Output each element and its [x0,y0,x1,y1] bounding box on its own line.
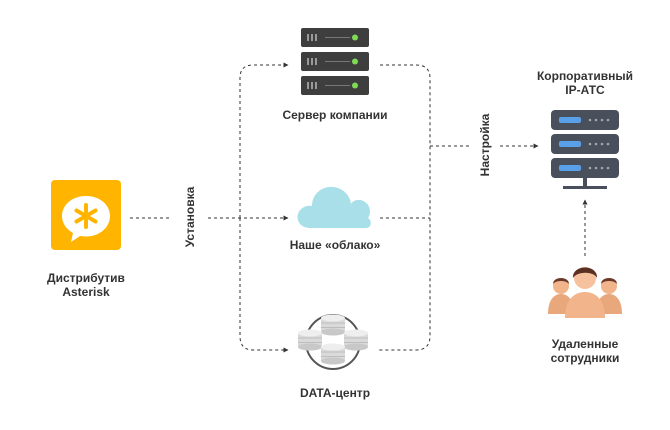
asterisk-symbol [74,203,98,229]
pbx-label: Корпоративный IP-АТС [525,69,645,97]
database-icon [344,329,368,351]
install-edge-label: Установка [183,186,197,248]
company-server-icon [301,28,369,95]
remote-employees-icon [548,267,622,318]
person-icon [565,267,605,318]
pbx-server-icon [551,110,619,189]
pbx-label-line1: Корпоративный [536,69,634,83]
setup-edge-label: Настройка [478,113,492,177]
datacenter-label: DATA-центр [299,386,371,400]
database-icon [298,329,322,351]
asterisk-label: Дистрибутив Asterisk [36,271,136,299]
edge-branch-left-bottom [239,218,289,353]
server-unit [301,76,369,95]
pbx-label-line2: IP-АТС [565,83,605,97]
asterisk-label-line2: Asterisk [62,285,110,299]
cloud-icon [297,186,371,228]
edge-merge-right [378,64,431,351]
asterisk-logo-icon [51,180,121,250]
remote-employees-label-line1: Удаленные [551,337,619,351]
server-unit [301,28,369,47]
company-server-label: Сервер компании [282,108,388,122]
edge-branch-left [239,62,289,218]
cloud-label: Наше «облако» [289,238,381,252]
remote-employees-label-line2: сотрудники [550,351,620,365]
connectors [130,62,588,353]
database-icon [321,343,345,365]
datacenter-icon [298,314,368,370]
remote-employees-label: Удаленные сотрудники [530,337,640,365]
database-icon [321,314,345,336]
asterisk-label-line1: Дистрибутив [47,271,125,285]
server-unit [301,52,369,71]
